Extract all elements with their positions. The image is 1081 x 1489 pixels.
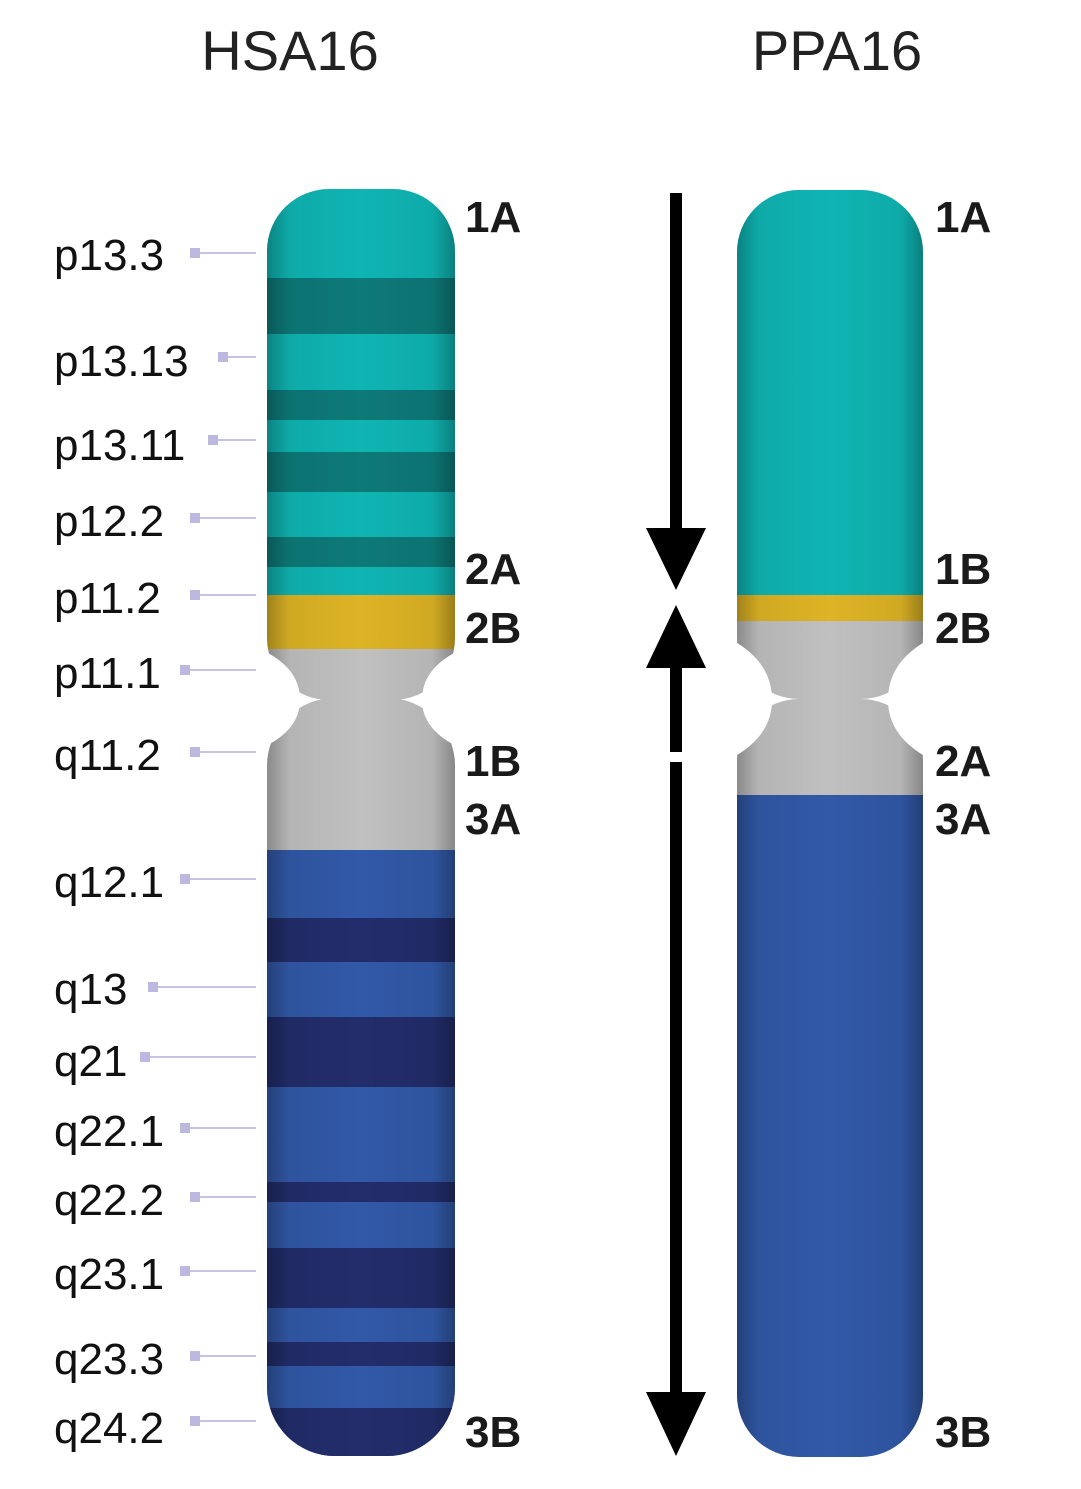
ppa16-q-arm — [737, 699, 923, 1457]
hsa16-centromere-right — [422, 650, 460, 748]
hsa16-q-arm — [267, 698, 455, 1456]
band-label: p11.1 — [54, 649, 161, 698]
hsa16-chromosome — [262, 189, 460, 1456]
hsa16-centromere — [262, 650, 300, 748]
ppa16-title: PPA16 — [752, 19, 922, 82]
segment-label: 1A — [935, 193, 991, 242]
ppa16-p-arm — [737, 190, 923, 699]
hsa16-band-labels: p13.3 p13.13 p13.11 p12.2 p11.2 p11.1 q1… — [54, 231, 189, 1453]
hsa16-title: HSA16 — [201, 19, 378, 82]
leader-marker — [190, 1416, 200, 1426]
inversion-arrows — [646, 193, 706, 1456]
hsa16-leader-lines — [146, 252, 256, 1422]
leader-marker — [190, 590, 200, 600]
hsa16-p-arm — [267, 189, 455, 700]
segment-label: 2B — [935, 604, 991, 653]
band-label: p12.2 — [54, 497, 164, 546]
down-arrow-icon — [646, 762, 706, 1456]
band-label: p13.11 — [54, 421, 185, 470]
segment-label: 3B — [465, 1408, 521, 1457]
ppa16-centromere-right — [888, 640, 928, 758]
band-label: p13.13 — [54, 337, 189, 386]
leader-marker — [190, 747, 200, 757]
segment-label: 1B — [935, 545, 991, 594]
leader-marker — [180, 874, 190, 884]
leader-marker — [190, 1351, 200, 1361]
band-label: q23.1 — [54, 1250, 164, 1299]
down-arrow-icon — [646, 193, 706, 590]
band-label: q13 — [54, 965, 127, 1014]
segment-label: 2A — [935, 737, 991, 786]
band-label: q22.1 — [54, 1107, 164, 1156]
leader-marker — [190, 513, 200, 523]
leader-marker — [180, 665, 190, 675]
band-label: q23.3 — [54, 1335, 164, 1384]
leader-marker — [140, 1052, 150, 1062]
band-label: q11.2 — [54, 731, 161, 780]
hsa16-leader-markers — [140, 248, 228, 1426]
band-label: q24.2 — [54, 1404, 164, 1453]
segment-label: 3A — [465, 795, 521, 844]
leader-marker — [148, 982, 158, 992]
ppa16-centromere — [732, 640, 772, 758]
segment-label: 2B — [465, 604, 521, 653]
ppa16-segment-labels: 1A 1B 2B 2A 3A 3B — [935, 193, 991, 1457]
ppa16-chromosome — [732, 190, 928, 1457]
band-label: q22.2 — [54, 1176, 164, 1225]
segment-label: 3B — [935, 1408, 991, 1457]
hsa16-segment-labels: 1A 2A 2B 1B 3A 3B — [465, 193, 521, 1457]
leader-marker — [180, 1123, 190, 1133]
band-label: p11.2 — [54, 574, 161, 623]
segment-label: 1B — [465, 737, 521, 786]
segment-label: 3A — [935, 795, 991, 844]
leader-marker — [208, 435, 218, 445]
leader-marker — [180, 1266, 190, 1276]
segment-label: 2A — [465, 545, 521, 594]
segment-label: 1A — [465, 193, 521, 242]
band-label: q12.1 — [54, 858, 164, 907]
leader-marker — [218, 352, 228, 362]
leader-marker — [190, 248, 200, 258]
band-label: p13.3 — [54, 231, 164, 280]
leader-marker — [190, 1192, 200, 1202]
band-label: q21 — [54, 1037, 127, 1086]
up-arrow-icon — [646, 605, 706, 752]
